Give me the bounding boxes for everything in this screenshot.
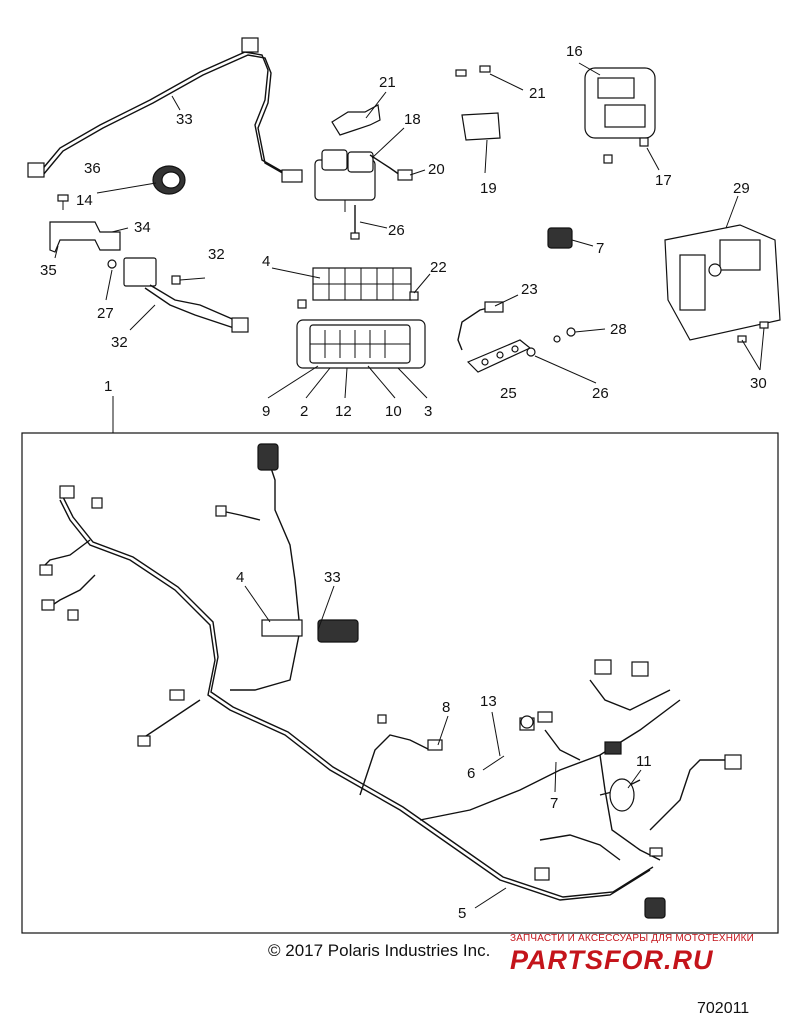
callout-18: 20 <box>428 161 445 178</box>
callout-19-label: 19 <box>480 180 497 197</box>
part-30-cable <box>27 37 303 183</box>
part-15-module <box>584 67 656 139</box>
callout-28: 29 <box>733 180 750 197</box>
harness-connectors <box>39 443 742 919</box>
callout-2: 2 <box>300 403 308 420</box>
callout-12: 12 <box>335 403 352 420</box>
part-24-nut <box>107 259 117 269</box>
callout-26-label: 26 <box>592 385 609 402</box>
part-31-bolt <box>171 275 206 285</box>
callout-25-label: 25 <box>500 385 517 402</box>
copyright-text: © 2017 Polaris Industries Inc. <box>268 941 491 960</box>
part-14-grommet <box>152 165 186 195</box>
part-23-bolt <box>350 205 360 240</box>
callout-20: 21 <box>379 74 396 91</box>
part-18-sensor <box>369 154 413 181</box>
drawing-number: 702011 <box>697 1000 750 1017</box>
callout-21-top: 21 <box>529 85 546 102</box>
part-20-bracket <box>331 104 381 136</box>
watermark-logo: PARTSFOR.RU <box>510 945 714 975</box>
callout-23: 26 <box>388 222 405 239</box>
part-16-screws <box>603 137 649 164</box>
callout-5: 5 <box>458 905 466 922</box>
callout-10: 10 <box>385 403 402 420</box>
callout-17: 18 <box>404 111 421 128</box>
callout-1: 1 <box>104 378 112 395</box>
part-19-bracket <box>461 112 501 141</box>
callout-7-harness: 7 <box>550 795 558 812</box>
part-34-bracket <box>49 221 121 253</box>
fuse-box <box>296 319 426 369</box>
callout-30: 33 <box>176 111 193 128</box>
part-36-screw <box>57 194 69 210</box>
part-25-switch <box>466 339 532 373</box>
callout-11: 11 <box>636 753 652 770</box>
callout-14: 14 <box>76 192 93 209</box>
callout-24: 27 <box>97 305 114 322</box>
callout-4-harness: 4 <box>236 569 244 586</box>
callout-9: 9 <box>262 403 270 420</box>
callout-7-top: 7 <box>596 240 604 257</box>
callouts: 33 36 14 34 35 27 32 34 32 21 18 20 26 2… <box>40 43 767 922</box>
part-32-relay <box>123 257 249 333</box>
callout-16: 17 <box>655 172 672 189</box>
callout-29: 30 <box>750 375 767 392</box>
part-26-washer <box>526 347 536 357</box>
part-1-main-harness <box>39 449 725 901</box>
watermark-tagline: ЗАПЧАСТИ И АКСЕССУАРЫ ДЛЯ МОТОТЕХНИКИ <box>510 933 755 944</box>
callout-21-mid: 22 <box>430 259 447 276</box>
part-27-screw <box>566 327 576 337</box>
callout-13: 13 <box>480 693 497 710</box>
harness-frame <box>21 432 779 934</box>
callout-33-label: 33 <box>324 569 341 586</box>
callout-36: 36 <box>84 160 101 177</box>
callout-34: 34 <box>134 219 151 236</box>
callout-4-top: 4 <box>262 253 270 270</box>
part-21-bolt-right <box>409 291 419 301</box>
part-21-bolt-left <box>297 299 307 309</box>
part-17-coil <box>314 149 376 212</box>
callout-6: 6 <box>467 765 475 782</box>
part-27-washer <box>553 335 561 343</box>
callout-35: 35 <box>40 262 57 279</box>
callout-32-label: 32 <box>111 334 128 351</box>
part-7-connector-top <box>547 227 573 249</box>
callout-22: 23 <box>521 281 538 298</box>
part-21-bolts <box>455 65 491 77</box>
callout-8: 8 <box>442 699 450 716</box>
part-4-label <box>312 267 412 301</box>
callout-15: 16 <box>566 43 583 60</box>
callout-3: 3 <box>424 403 432 420</box>
part-28-ecu <box>664 224 781 341</box>
callout-27: 28 <box>610 321 627 338</box>
callout-31: 32 <box>208 246 225 263</box>
part-22-sensor <box>457 301 504 351</box>
leader-lines <box>54 62 765 909</box>
